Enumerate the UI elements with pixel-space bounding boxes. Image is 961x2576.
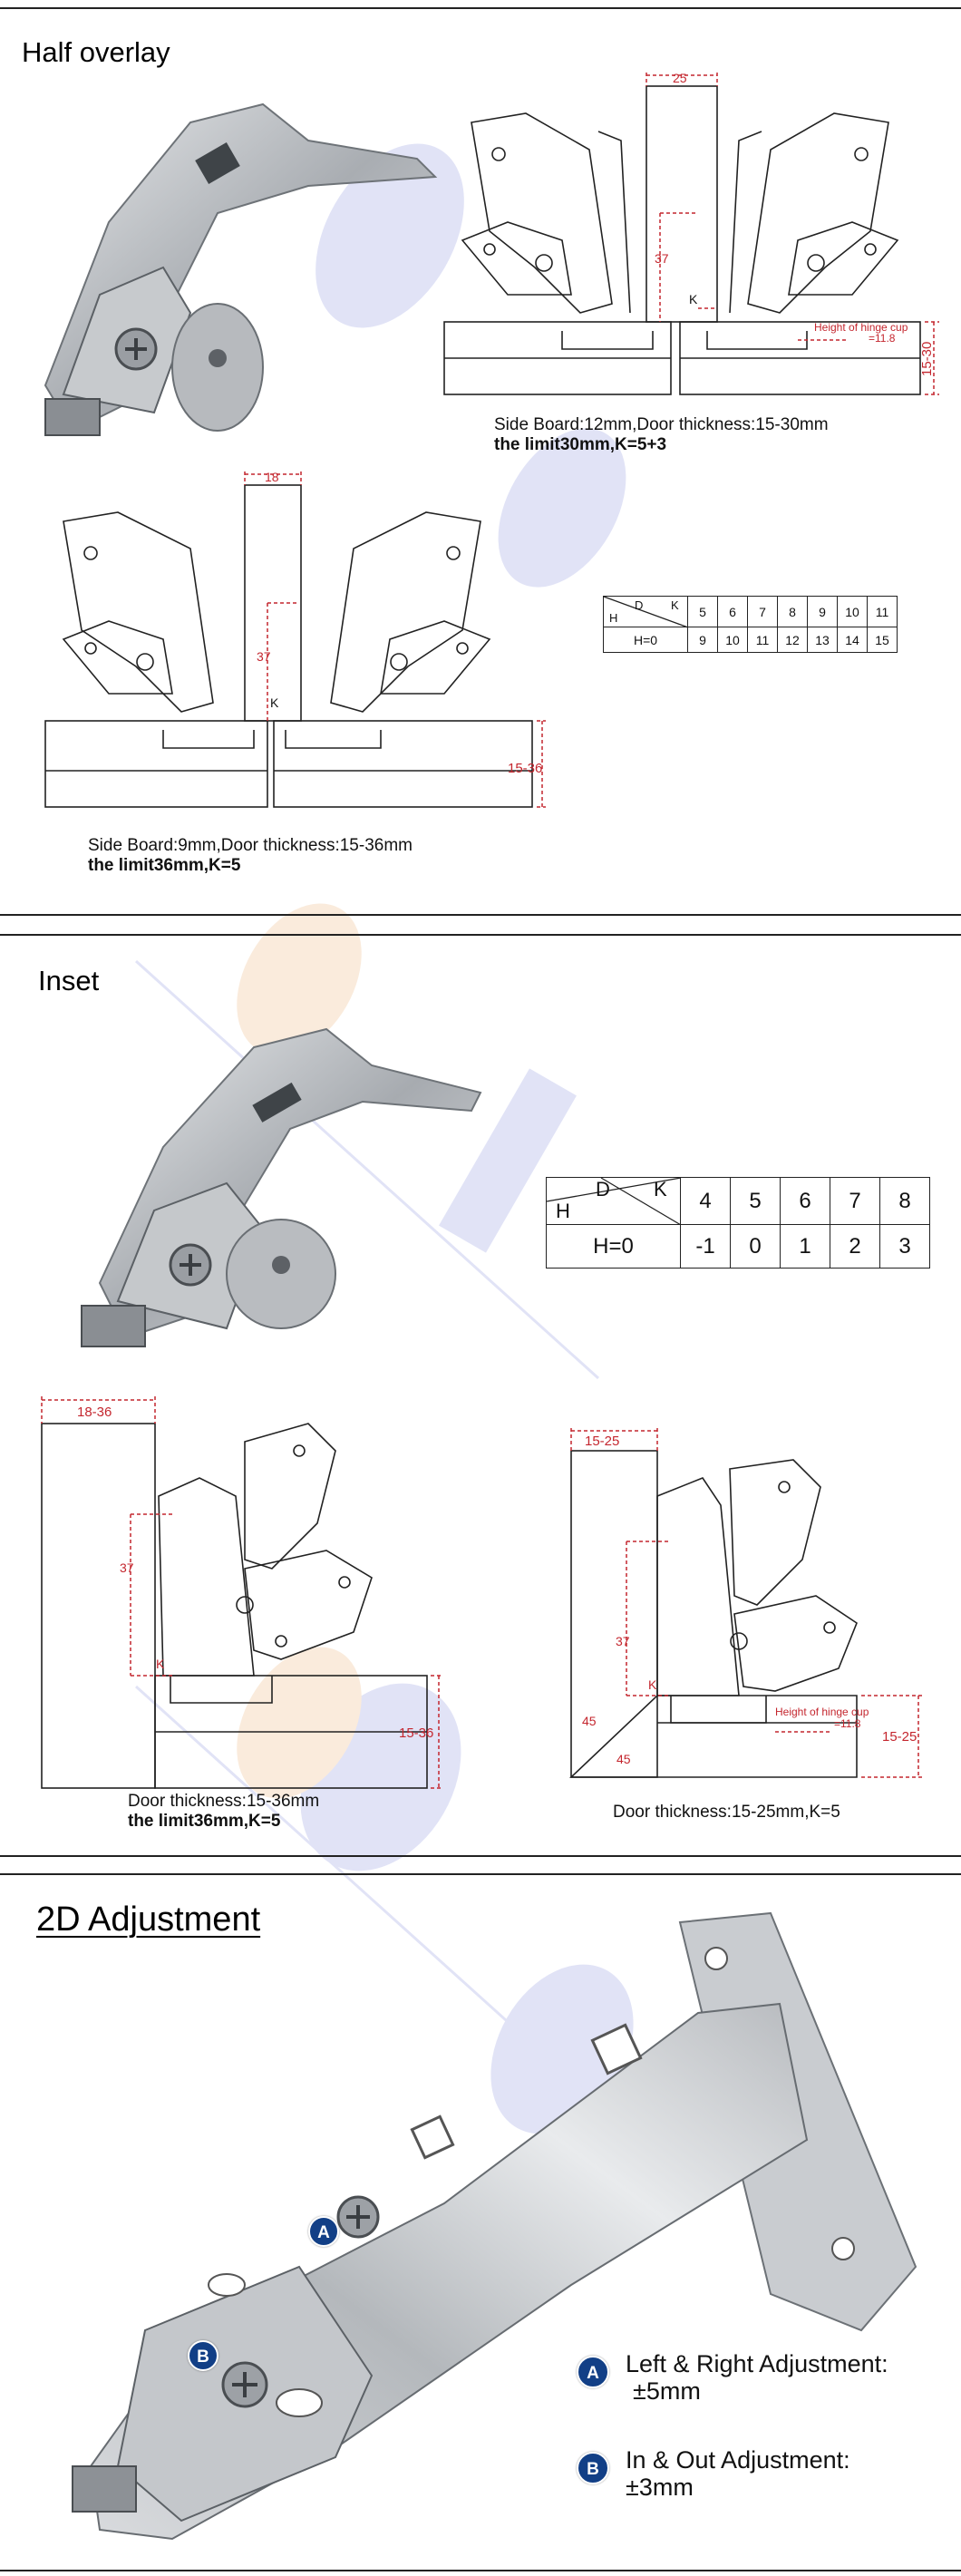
- section-divider-inset-1: [0, 914, 961, 916]
- inset-k-table-corner: D K H: [546, 1177, 682, 1226]
- k-table-cell: 15: [867, 627, 898, 653]
- dim-cup-value-inset: =11.8: [834, 1717, 861, 1730]
- adjustment-marker-a: A: [308, 2216, 339, 2247]
- section-divider-bottom: [0, 2570, 961, 2571]
- inset-caption-a-1: Door thickness:15-36mm: [128, 1792, 320, 1811]
- inset-k-table-cell: 0: [730, 1224, 781, 1269]
- dim-angle-45-2: 45: [616, 1752, 631, 1766]
- half-overlay-diagram-b: 18 37 K 15-36: [44, 470, 546, 808]
- inset-k-table-cell: 1: [780, 1224, 830, 1269]
- hinge-photo-adjustment: [72, 1911, 917, 2541]
- k-table-corner-h: H: [609, 611, 618, 625]
- dim-angle-45-1: 45: [582, 1714, 597, 1728]
- half-overlay-caption-a-2-text: the limit30mm,K=5+3: [494, 435, 667, 454]
- inset-k-table-header-cell: 7: [830, 1177, 880, 1225]
- dim-vertical-37-b: 37: [257, 649, 271, 664]
- adjustment-marker-b: B: [188, 2340, 218, 2371]
- inset-diagram-b: 15-25 37 K Height of hinge cup =11.8 15-…: [568, 1428, 922, 1778]
- section-divider-top: [0, 7, 961, 9]
- k-table-cell: 13: [807, 627, 838, 653]
- inset-k-table-header-cell: 5: [730, 1177, 781, 1225]
- inset-caption-a-2: the limit36mm,K=5: [128, 1812, 280, 1832]
- adjustment-legend-text-b: In & Out Adjustment: ±3mm: [626, 2446, 850, 2501]
- inset-k-table-row-label: H=0: [546, 1224, 681, 1269]
- half-overlay-diagram-a: 25 37 K Height of hinge cup =11.8 15-30: [443, 71, 939, 395]
- dim-k-b: K: [270, 695, 279, 710]
- k-table-corner: D K H: [603, 596, 689, 628]
- inset-caption-b-1: Door thickness:15-25mm,K=5: [613, 1803, 840, 1822]
- dim-top-18: 18: [265, 470, 279, 484]
- inset-diagram-a: 18-36 37 K 15-36: [41, 1396, 442, 1789]
- section-divider-adj-1: [0, 1855, 961, 1857]
- section-title-half-overlay: Half overlay: [22, 36, 170, 68]
- dim-top-15-25: 15-25: [585, 1434, 619, 1449]
- dim-side-15-36-inset: 15-36: [399, 1725, 433, 1741]
- adjustment-b-value: ±3mm: [626, 2474, 694, 2501]
- inset-k-table-cell: -1: [680, 1224, 731, 1269]
- inset-k-table: D K H 4 5 6 7 8 H=0 -1 0 1 2 3: [546, 1177, 930, 1269]
- hinge-photo-inset: [81, 1027, 482, 1347]
- adjustment-legend-badge-a: A: [577, 2356, 609, 2388]
- dim-k-inset-a: K: [156, 1657, 165, 1671]
- half-overlay-caption-b-2: the limit36mm,K=5: [88, 856, 240, 876]
- dim-k: K: [689, 292, 698, 306]
- dim-cup-label-inset: Height of hinge cup: [775, 1706, 869, 1718]
- inset-k-table-header-cell: 8: [879, 1177, 930, 1225]
- half-overlay-caption-a-1: Side Board:12mm,Door thickness:15-30mm: [494, 415, 829, 434]
- k-table-cell: 14: [837, 627, 868, 653]
- section-divider-inset-2: [0, 934, 961, 936]
- inset-k-table-header-cell: 6: [780, 1177, 830, 1225]
- hinge-photo-half-overlay: [44, 102, 438, 436]
- section-divider-adj-2: [0, 1873, 961, 1875]
- half-overlay-caption-b-1: Side Board:9mm,Door thickness:15-36mm: [88, 836, 413, 855]
- adjustment-a-label: Left & Right Adjustment:: [626, 2350, 888, 2377]
- inset-k-table-corner-h: H: [556, 1200, 570, 1222]
- dim-vertical-37-inset-a: 37: [120, 1560, 134, 1575]
- k-table-corner-d: D: [635, 598, 644, 612]
- dim-cup-label: Height of hinge cup: [814, 321, 908, 334]
- section-title-2d-adjustment-text: 2D Adjustment: [36, 1900, 261, 1939]
- adjustment-a-value: ±5mm: [633, 2377, 701, 2405]
- dim-cup-value: =11.8: [869, 332, 896, 345]
- inset-k-table-corner-k: K: [654, 1178, 667, 1201]
- k-table-header-cell: 8: [777, 596, 808, 627]
- k-table-cell: 9: [687, 627, 718, 653]
- section-title-inset: Inset: [38, 965, 100, 996]
- dim-vertical-37: 37: [655, 251, 669, 266]
- dim-top-18-36: 18-36: [77, 1405, 112, 1420]
- k-table-header-cell: 7: [747, 596, 778, 627]
- adjustment-legend-badge-b: B: [577, 2452, 609, 2484]
- k-table-header-cell: 6: [717, 596, 748, 627]
- dim-side-15-25: 15-25: [882, 1729, 917, 1745]
- half-overlay-caption-b-2-text: the limit36mm,K=5: [88, 856, 241, 875]
- dim-side-15-36: 15-36: [508, 761, 542, 776]
- dim-k-inset-b: K: [648, 1677, 657, 1692]
- k-table-row-label: H=0: [603, 627, 688, 653]
- inset-k-table-cell: 3: [879, 1224, 930, 1269]
- k-table-header-cell: 11: [867, 596, 898, 627]
- dim-side-15-30: 15-30: [919, 342, 935, 376]
- inset-k-table-header-cell: 4: [680, 1177, 731, 1225]
- inset-k-table-cell: 2: [830, 1224, 880, 1269]
- k-table-cell: 12: [777, 627, 808, 653]
- k-table-header-cell: 9: [807, 596, 838, 627]
- section-title-2d-adjustment: 2D Adjustment: [36, 1900, 260, 1939]
- inset-caption-a-2-text: the limit36mm,K=5: [128, 1812, 281, 1831]
- half-overlay-k-table: D K H 5 6 7 8 9 10 11 H=0 9 10 11 12 13 …: [603, 596, 898, 653]
- dim-top-25: 25: [673, 71, 687, 85]
- inset-k-table-corner-d: D: [596, 1178, 610, 1201]
- adjustment-legend-text-a: Left & Right Adjustment: ±5mm: [626, 2350, 888, 2405]
- k-table-header-cell: 5: [687, 596, 718, 627]
- adjustment-b-label: In & Out Adjustment:: [626, 2446, 850, 2474]
- k-table-cell: 11: [747, 627, 778, 653]
- half-overlay-caption-a-2: the limit30mm,K=5+3: [494, 435, 666, 455]
- k-table-cell: 10: [717, 627, 748, 653]
- k-table-header-cell: 10: [837, 596, 868, 627]
- dim-vertical-37-inset-b: 37: [616, 1634, 630, 1648]
- k-table-corner-k: K: [671, 598, 679, 612]
